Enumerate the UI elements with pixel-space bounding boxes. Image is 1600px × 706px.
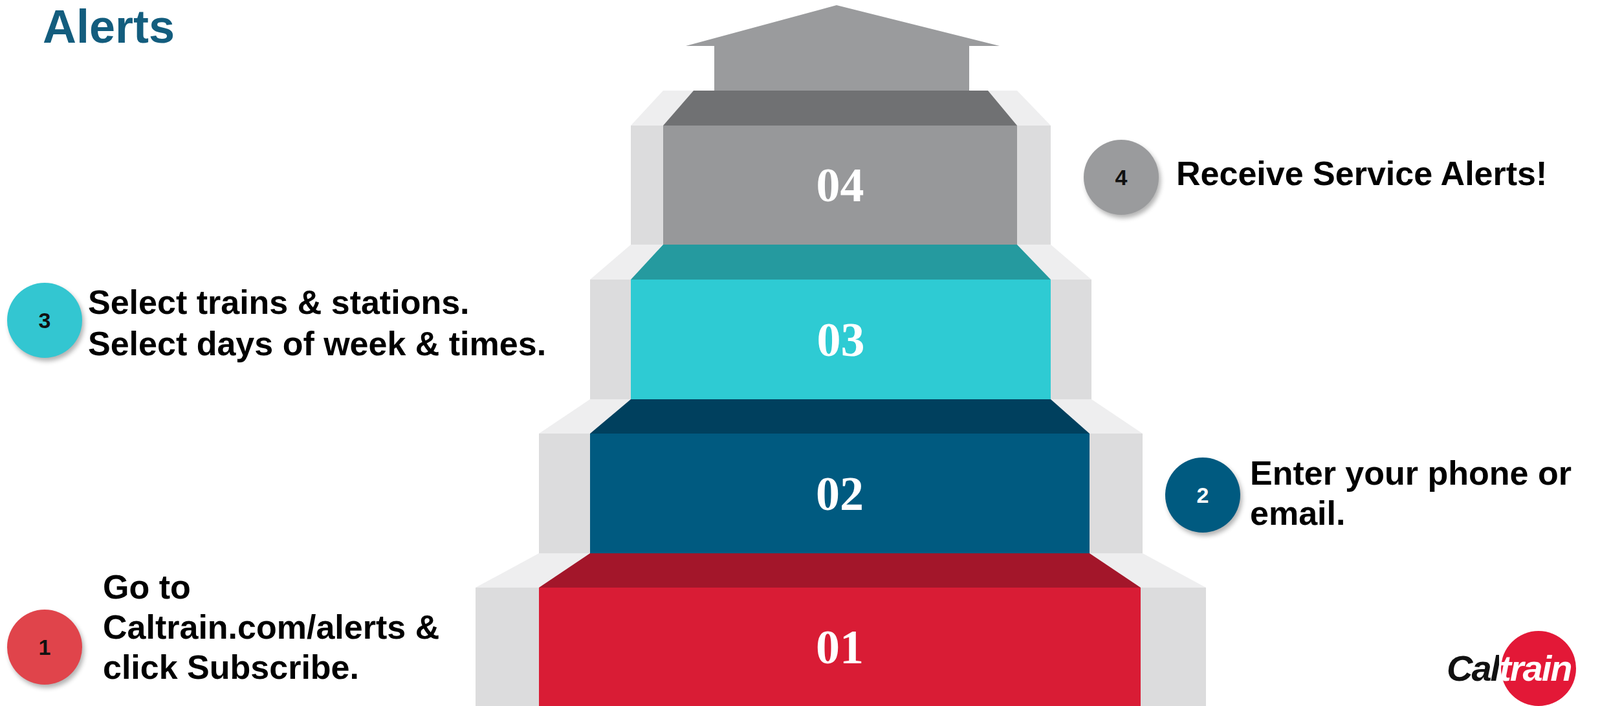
- step-badge: 1: [7, 609, 83, 685]
- step-badge: 4: [1083, 139, 1159, 215]
- step-instruction: Receive Service Alerts!: [1176, 153, 1547, 194]
- step-wall: [1050, 279, 1092, 400]
- callout-number: 1: [38, 635, 52, 658]
- step-tread: [630, 244, 1051, 280]
- step-number: 04: [816, 161, 865, 209]
- step-number: 01: [815, 623, 864, 671]
- step-wall: [1017, 125, 1051, 245]
- step-tread: [663, 90, 1018, 126]
- step-block: 01: [538, 587, 1141, 706]
- callout-number: 4: [1115, 166, 1128, 189]
- step-tread: [538, 553, 1141, 588]
- step-wall: [630, 125, 664, 245]
- step-wall: [538, 433, 591, 554]
- step-wall: [1089, 433, 1143, 554]
- step-instruction: Go to Caltrain.com/alerts & click Subscr…: [102, 566, 466, 688]
- step-badge: 2: [1165, 457, 1241, 533]
- step-instruction: Enter your phone or email.: [1249, 452, 1593, 534]
- step-instruction: Select trains & stations.: [87, 282, 470, 323]
- step-wall: [1140, 587, 1206, 706]
- callout-number: 2: [1196, 483, 1210, 506]
- step-wall: [475, 587, 539, 706]
- step-badge: 3: [7, 282, 83, 358]
- callout-number: 3: [38, 309, 52, 332]
- step-tread: [590, 399, 1090, 434]
- step-number: 02: [815, 469, 864, 518]
- step-instruction: Select days of week & times.: [87, 323, 547, 364]
- logo-text: Caltrain: [1446, 650, 1572, 687]
- roof-arrow: [685, 5, 1000, 46]
- step-block: 03: [630, 279, 1051, 400]
- step-block: 04: [663, 125, 1018, 245]
- step-wall: [590, 279, 631, 400]
- page-title: Alerts: [42, 1, 175, 53]
- roof-block: [714, 45, 970, 91]
- step-number: 03: [817, 315, 866, 364]
- step-block: 02: [590, 433, 1090, 554]
